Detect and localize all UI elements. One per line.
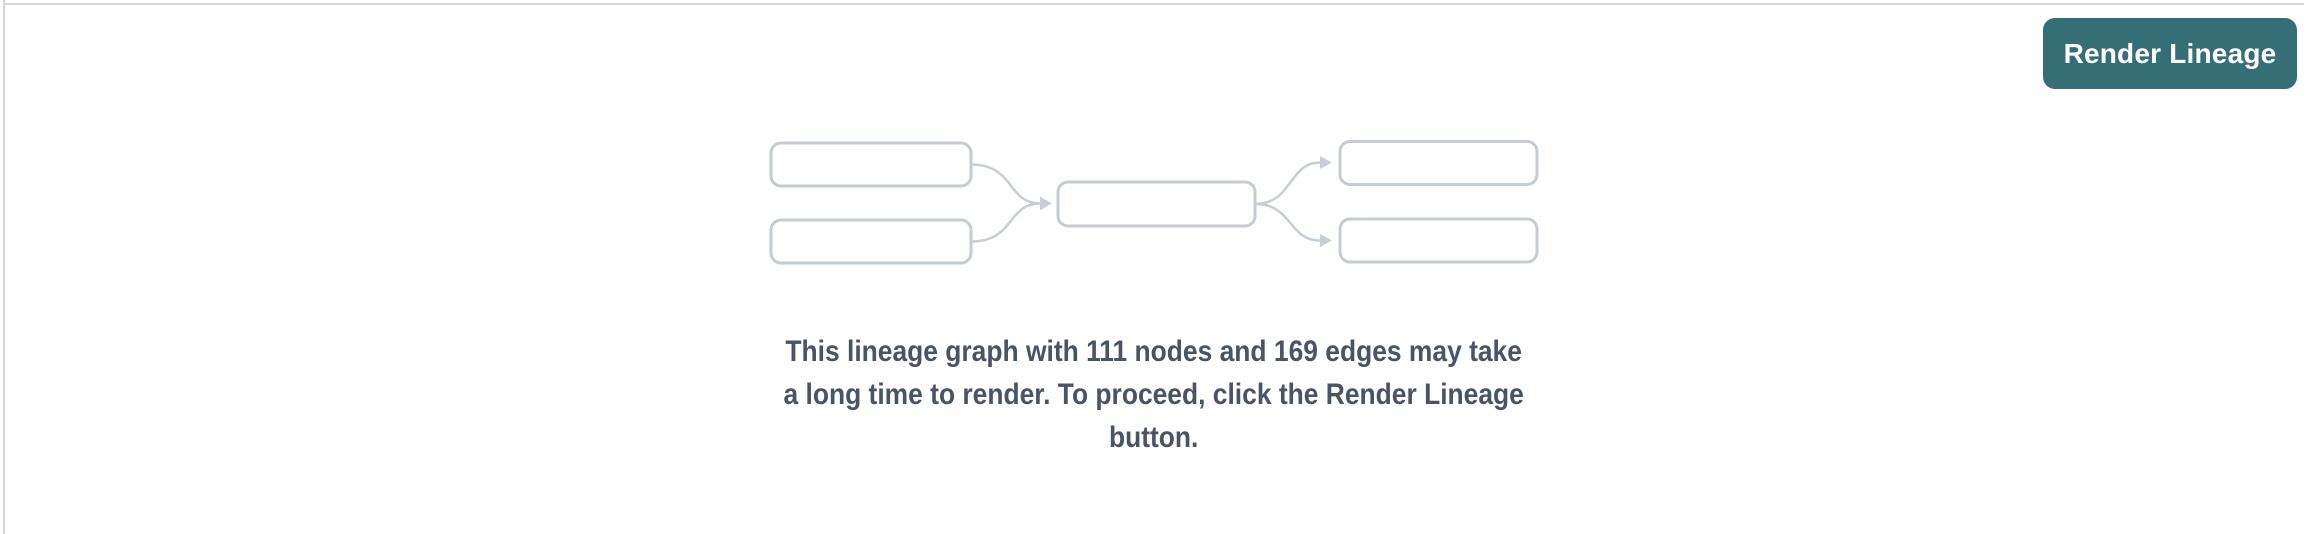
arrowhead-icon — [1320, 156, 1332, 169]
arrowhead-icon — [1040, 196, 1052, 211]
left-divider — [3, 0, 5, 534]
preview-edge — [1254, 202, 1321, 242]
message-line: This lineage graph with 111 nodes and 16… — [785, 335, 1523, 368]
preview-edge — [970, 202, 1041, 243]
render-lineage-button-label: Render Lineage — [2063, 37, 2277, 69]
lineage-preview-illustration — [769, 140, 1539, 265]
preview-node-box — [769, 141, 973, 188]
top-divider — [5, 3, 2304, 5]
message-line: a long time to render. To proceed, click… — [783, 378, 1525, 411]
arrowhead-icon — [1320, 234, 1332, 247]
preview-edge — [970, 163, 1041, 205]
preview-node-box — [1338, 140, 1539, 186]
lineage-empty-state: This lineage graph with 111 nodes and 16… — [0, 140, 2308, 459]
message-line: button. — [1109, 421, 1199, 454]
preview-node-box — [1338, 217, 1539, 264]
preview-edge — [1254, 161, 1321, 206]
preview-node-box — [1056, 180, 1257, 228]
render-warning-message: This lineage graph with 111 nodes and 16… — [733, 330, 1574, 459]
preview-node-box — [769, 218, 973, 265]
render-lineage-button[interactable]: Render Lineage — [2043, 18, 2297, 89]
